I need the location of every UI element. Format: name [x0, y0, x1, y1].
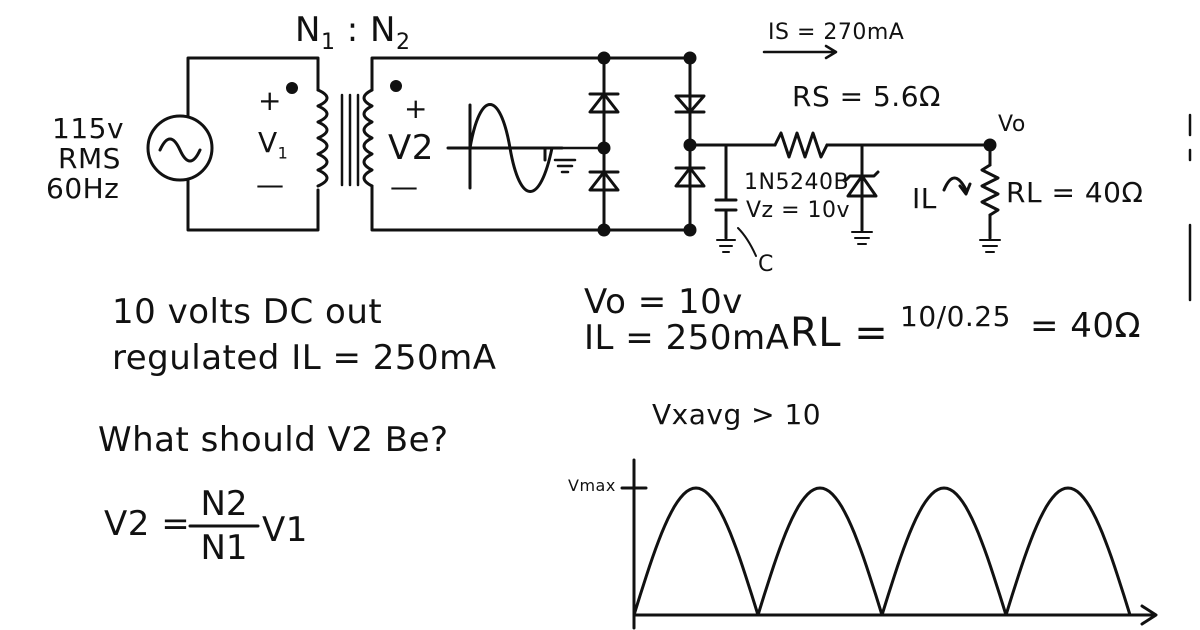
bridge-left-leg: [588, 88, 620, 232]
waveform-vmax-label: Vmax: [568, 476, 616, 495]
secondary-voltage: V2: [388, 128, 434, 168]
formula-numerator: N2: [200, 484, 248, 524]
n1-sub: 1: [320, 29, 336, 55]
source-rms: RMS: [58, 142, 121, 175]
formula-rhs: V1: [262, 510, 308, 550]
series-current-arrow: [762, 44, 838, 60]
filter-capacitor: [714, 143, 757, 257]
load-resistor: [979, 143, 1001, 253]
series-current-label: IS = 270mA: [768, 20, 905, 45]
sine-sketch: [446, 103, 564, 193]
ratio-colon: :: [346, 10, 359, 50]
bridge-right-leg: [674, 88, 706, 232]
primary-loop: [186, 56, 320, 232]
n1-label: N: [295, 10, 321, 50]
note-rl-rhs: = 40Ω: [1030, 306, 1142, 346]
series-resistor-label: RS = 5.6Ω: [792, 80, 941, 113]
n2-label: N: [370, 10, 396, 50]
n2-sub: 2: [395, 29, 411, 55]
output-node-label: Vo: [998, 112, 1026, 137]
transformer-core: [340, 93, 360, 187]
polarity-dot-secondary: [390, 80, 402, 92]
load-current-arrow: [942, 176, 972, 196]
waveform-hump: [1004, 486, 1132, 616]
formula-lhs: V2 =: [104, 504, 191, 544]
waveform-hump: [632, 486, 760, 616]
capacitor-label: C: [758, 252, 774, 277]
ac-source: [146, 114, 214, 182]
v1-label: V: [258, 126, 278, 159]
load-resistor-label: RL = 40Ω: [1006, 176, 1144, 209]
waveform-hump: [880, 486, 1008, 616]
note-vo: Vo = 10v: [584, 282, 743, 322]
polarity-dot-primary: [286, 82, 298, 94]
primary-minus: —: [256, 168, 285, 201]
source-frequency: 60Hz: [46, 172, 120, 205]
waveform-hump: [756, 486, 884, 616]
source-voltage: 115v: [52, 112, 125, 145]
waveform-axes: [620, 458, 1158, 630]
note-il: IL = 250mA: [584, 318, 790, 358]
note-dc-out: 10 volts DC out: [112, 292, 383, 332]
note-regulated: regulated IL = 250mA: [112, 338, 497, 378]
v1-sub: 1: [277, 143, 289, 163]
zener-vz-label: Vz = 10v: [746, 198, 851, 223]
secondary-coil: [362, 88, 374, 188]
turns-ratio: N1 : N2: [295, 10, 410, 55]
formula-denominator: N1: [200, 528, 248, 568]
primary-voltage: V1: [258, 126, 288, 163]
note-rl-fraction: 10/0.25: [900, 300, 1011, 333]
primary-coil: [316, 88, 329, 188]
bridge-nodes: [597, 51, 697, 237]
secondary-plus: +: [404, 92, 428, 125]
ground-bridge: [553, 146, 606, 174]
zener-diode: [844, 143, 880, 245]
secondary-minus: —: [390, 170, 419, 203]
note-question: What should V2 Be?: [98, 420, 449, 460]
zener-part-label: 1N5240B: [744, 170, 850, 195]
primary-plus: +: [258, 84, 282, 117]
note-vxavg: Vxavg > 10: [652, 398, 822, 431]
note-rl-lhs: RL =: [790, 310, 889, 356]
load-current-label: IL: [912, 182, 937, 215]
